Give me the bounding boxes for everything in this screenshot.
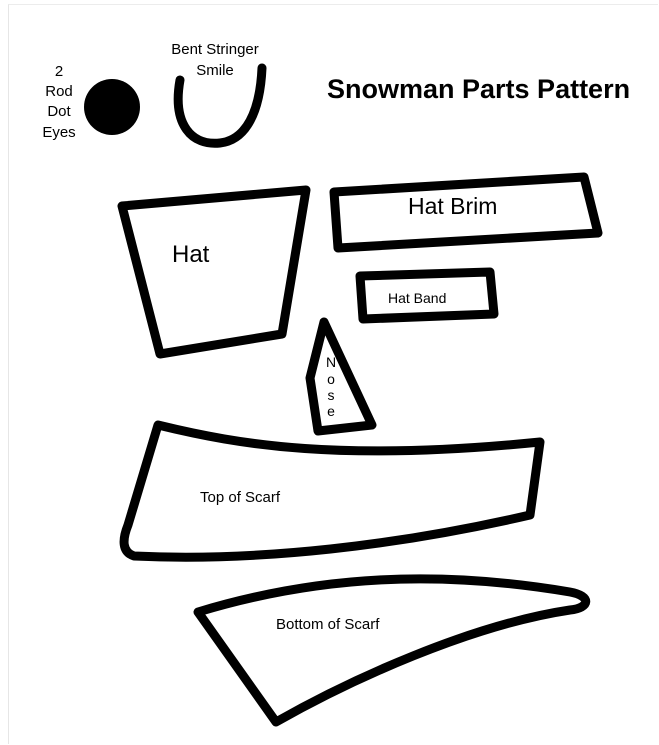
nose-label: N o s e bbox=[326, 354, 336, 419]
eyes-label: 2 Rod Dot Eyes bbox=[42, 63, 75, 141]
hat-band-label: Hat Band bbox=[388, 290, 446, 306]
eyes-label-line-4: Eyes bbox=[42, 124, 75, 141]
smile-label: Bent Stringer Smile bbox=[171, 41, 259, 79]
nose-letter-1: N bbox=[326, 354, 336, 370]
scarf-top-label: Top of Scarf bbox=[200, 489, 281, 506]
page-title: Snowman Parts Pattern bbox=[327, 74, 630, 104]
eye-dot-shape bbox=[84, 79, 140, 135]
eyes-label-line-1: 2 bbox=[55, 63, 63, 80]
hat-brim-label: Hat Brim bbox=[408, 193, 497, 219]
nose-shape bbox=[310, 322, 372, 431]
smile-label-line-2: Smile bbox=[196, 62, 234, 79]
nose-letter-3: s bbox=[328, 387, 335, 403]
scarf-top-shape bbox=[124, 425, 540, 557]
eyes-label-line-2: Rod bbox=[45, 83, 73, 100]
smile-shape bbox=[178, 68, 262, 143]
smile-label-line-1: Bent Stringer bbox=[171, 41, 259, 58]
eyes-label-line-3: Dot bbox=[47, 103, 71, 120]
nose-letter-4: e bbox=[327, 403, 335, 419]
scarf-bottom-label: Bottom of Scarf bbox=[276, 616, 380, 633]
hat-shape bbox=[122, 190, 306, 354]
nose-letter-2: o bbox=[327, 371, 335, 387]
scarf-bottom-shape bbox=[198, 579, 586, 722]
hat-label: Hat bbox=[172, 241, 210, 268]
